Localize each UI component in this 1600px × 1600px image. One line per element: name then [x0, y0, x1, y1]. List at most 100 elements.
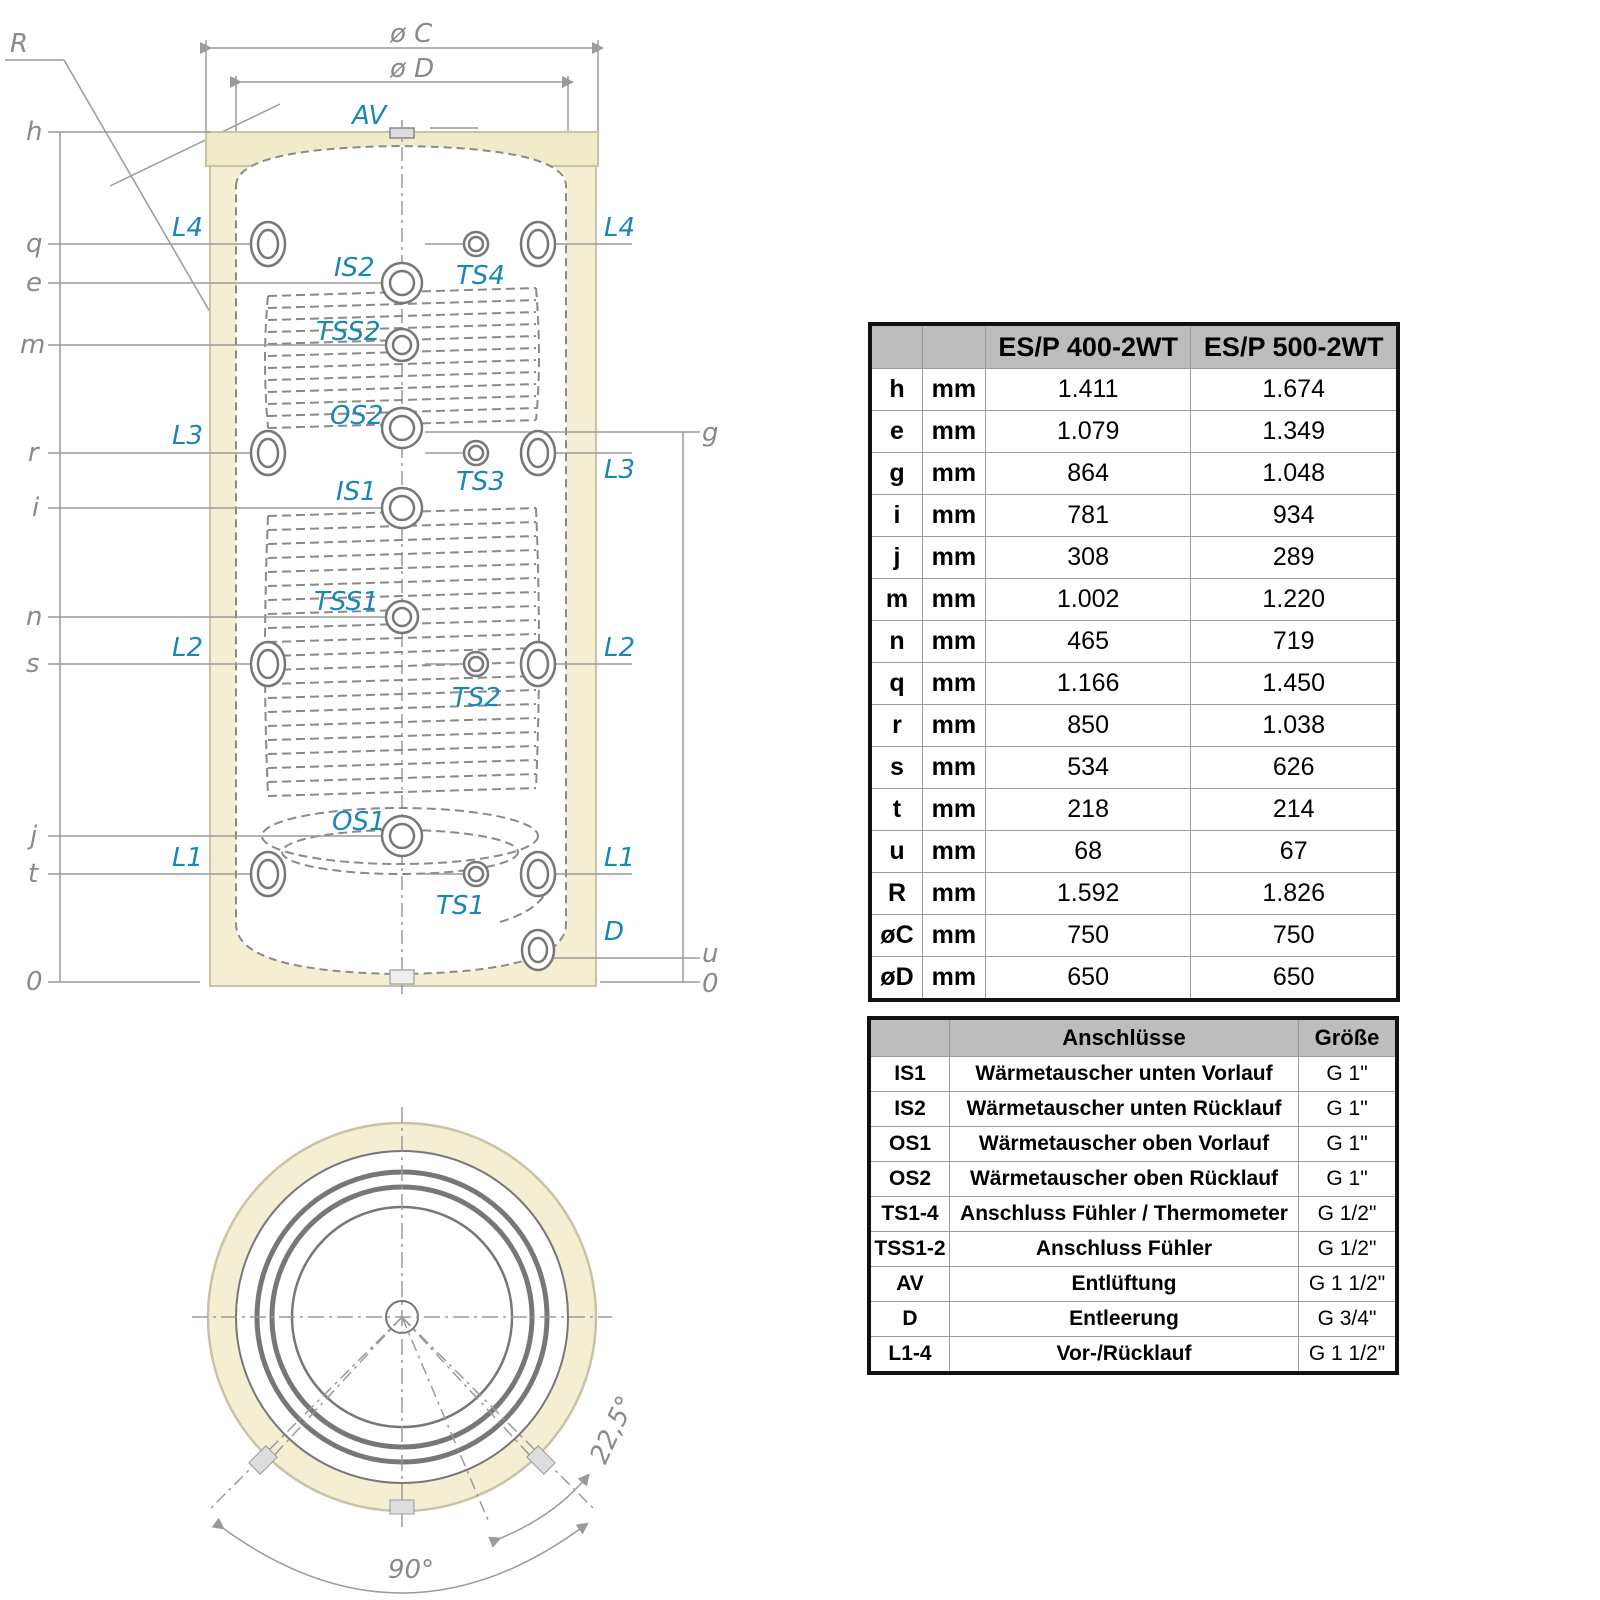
conn-label-L4-right: L4 [604, 213, 635, 243]
dim-unit: mm [921, 956, 986, 1001]
dim-unit: mm [921, 704, 986, 747]
dim-label-t: t [28, 859, 39, 889]
dim-key: m [869, 578, 923, 621]
dim-unit: mm [921, 368, 986, 411]
dim-label-r: r [28, 438, 41, 468]
conn-description: Wärmetauscher unten Rücklauf [949, 1091, 1299, 1127]
dim-label-C: ø C [389, 19, 433, 49]
dim-value-400: 1.592 [984, 872, 1192, 915]
dim-value-400: 1.166 [984, 662, 1192, 705]
conn-size: G 1" [1298, 1126, 1398, 1162]
dim-label-g: g [702, 418, 719, 448]
conn-label-IS2: IS2 [334, 253, 375, 283]
dim-key: e [869, 410, 923, 453]
dim-value-500: 1.826 [1190, 872, 1399, 915]
dim-label-zero-right: 0 [702, 969, 719, 999]
conn-label-TS2: TS2 [452, 683, 501, 713]
dim-key: g [869, 452, 923, 495]
dim-value-400: 465 [984, 620, 1192, 663]
dim-value-400: 1.411 [984, 368, 1192, 411]
dimension-table-header: ES/P 400-2WT ES/P 500-2WT [869, 323, 1399, 369]
dim-key: r [869, 704, 923, 747]
dim-unit: mm [921, 788, 986, 831]
fittings [249, 220, 557, 972]
conn-label-L4-left: L4 [172, 213, 203, 243]
conn-code: TS1-4 [868, 1196, 950, 1232]
dim-value-500: 1.220 [1190, 578, 1399, 621]
dim-unit: mm [921, 872, 986, 915]
dim-value-400: 750 [984, 914, 1192, 957]
dim-unit: mm [921, 494, 986, 537]
dim-value-500: 1.674 [1190, 368, 1399, 411]
conn-description: Wärmetauscher oben Rücklauf [949, 1161, 1299, 1197]
conn-description: Entleerung [949, 1301, 1299, 1337]
angle-label-22-5: 22,5° [584, 1391, 641, 1468]
dim-value-500: 214 [1190, 788, 1399, 831]
conn-description: Wärmetauscher unten Vorlauf [949, 1056, 1299, 1092]
conn-label-TS4: TS4 [456, 261, 505, 291]
dim-label-u: u [702, 939, 718, 969]
dim-key: i [869, 494, 923, 537]
conn-size: G 1" [1298, 1056, 1398, 1092]
conn-label-AV: AV [350, 101, 388, 131]
dim-label-e: e [26, 268, 42, 298]
dim-label-m: m [20, 330, 45, 360]
dim-label-R: R [10, 29, 28, 59]
conn-description: Vor-/Rücklauf [949, 1336, 1299, 1374]
header-es-p-400: ES/P 400-2WT [984, 323, 1192, 369]
conn-label-L2-right: L2 [604, 633, 635, 663]
conn-code: L1-4 [868, 1336, 950, 1374]
dim-key: q [869, 662, 923, 705]
dim-label-q: q [26, 229, 43, 259]
dim-key: t [869, 788, 923, 831]
angle-label-90: 90° [388, 1555, 434, 1585]
conn-description: Wärmetauscher oben Vorlauf [949, 1126, 1299, 1162]
dim-label-D: ø D [389, 54, 434, 84]
conn-label-TS1: TS1 [436, 891, 485, 921]
dim-value-500: 719 [1190, 620, 1399, 663]
conn-label-D: D [604, 917, 624, 947]
dim-value-400: 850 [984, 704, 1192, 747]
dim-unit: mm [921, 452, 986, 495]
conn-code: AV [868, 1266, 950, 1302]
dim-value-500: 1.349 [1190, 410, 1399, 453]
conn-label-TSS1: TSS1 [314, 587, 379, 617]
conn-size: G 1" [1298, 1161, 1398, 1197]
dim-value-500: 289 [1190, 536, 1399, 579]
dim-unit: mm [921, 410, 986, 453]
conn-size: G 1 1/2" [1298, 1266, 1398, 1302]
right-dimension-lines [425, 127, 700, 983]
header-es-p-500: ES/P 500-2WT [1190, 323, 1399, 369]
conn-label-L1-left: L1 [172, 843, 203, 873]
header-anschluesse: Anschlüsse [949, 1017, 1299, 1057]
dim-key: øD [869, 956, 923, 1001]
dim-value-500: 626 [1190, 746, 1399, 789]
dim-value-500: 67 [1190, 830, 1399, 873]
conn-code: D [868, 1301, 950, 1337]
dim-unit: mm [921, 830, 986, 873]
conn-label-L1-right: L1 [604, 843, 635, 873]
dim-value-500: 1.038 [1190, 704, 1399, 747]
dim-label-i: i [32, 493, 40, 523]
conn-code: IS1 [868, 1056, 950, 1092]
conn-label-OS2: OS2 [330, 401, 384, 431]
conn-label-L3-left: L3 [172, 421, 203, 451]
conn-code: TSS1-2 [868, 1231, 950, 1267]
dim-value-400: 1.002 [984, 578, 1192, 621]
conn-description: Anschluss Fühler [949, 1231, 1299, 1267]
